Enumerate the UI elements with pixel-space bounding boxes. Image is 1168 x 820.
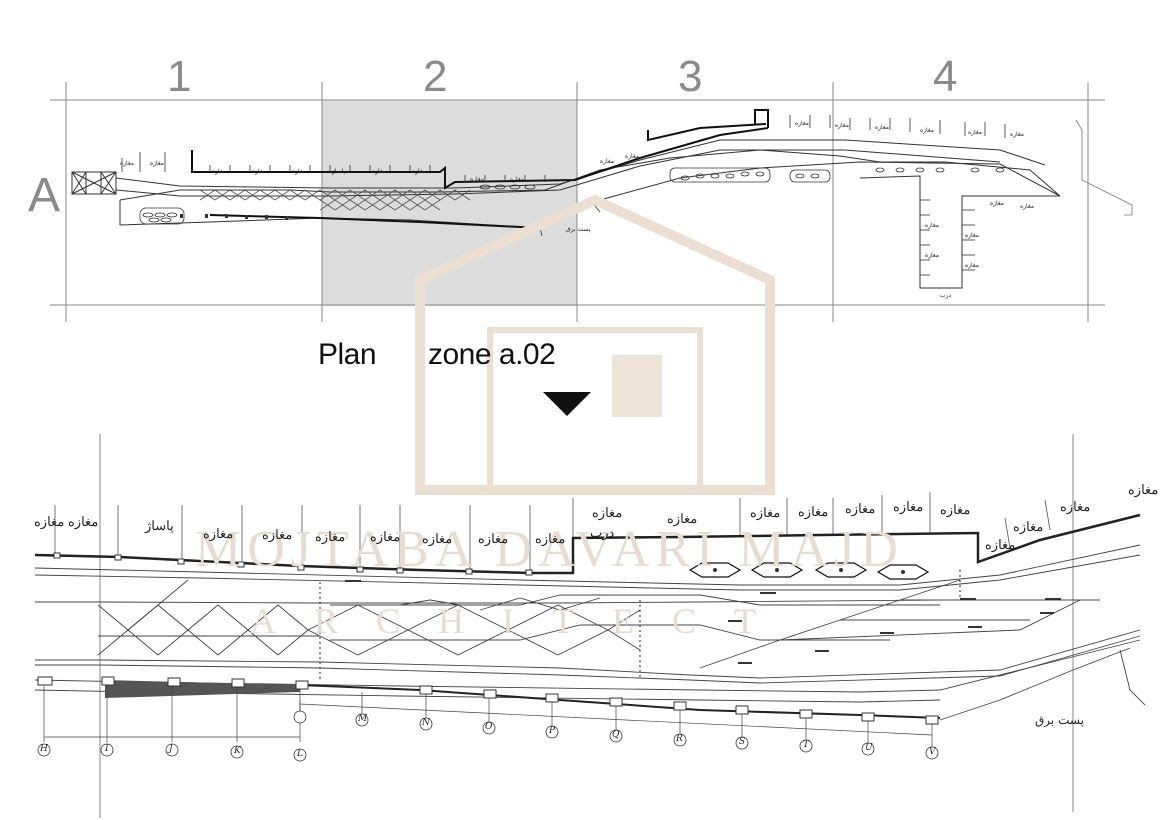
axis-label-h: H xyxy=(40,744,48,754)
column-number-2: 2 xyxy=(423,52,448,101)
axis-label-n: N xyxy=(422,718,430,728)
axis-label-t: T xyxy=(803,740,810,750)
passage-label: پاساژ xyxy=(145,519,174,534)
row-letter-a: A xyxy=(28,169,61,222)
shop-label: مغازه xyxy=(750,506,781,521)
axis-label-i: I xyxy=(105,744,109,754)
axis-label-l: L xyxy=(297,749,303,759)
axis-label-u: U xyxy=(865,743,873,753)
key-shop-label: مغازه xyxy=(150,160,164,167)
key-shop-label: مغازه xyxy=(795,120,809,127)
electric-station-label: پست برق xyxy=(1035,713,1084,727)
key-shop-label: مغازه xyxy=(212,168,226,175)
shop-label: مغازه xyxy=(478,532,509,547)
key-shop-label: مغازه xyxy=(510,176,524,183)
shop-label: مغازه xyxy=(370,530,401,545)
shop-label: مغازه xyxy=(315,530,346,545)
axis-label-p: P xyxy=(549,726,556,736)
key-shop-label: مغازه xyxy=(968,129,982,136)
key-shop-label: مغازه xyxy=(600,158,614,165)
shop-label: مغازه xyxy=(262,528,293,543)
axis-label-j: J xyxy=(169,744,173,754)
key-electric-label: پست برق xyxy=(566,226,591,233)
shop-label: مغازه xyxy=(592,506,623,521)
shop-label: مغازه xyxy=(535,532,566,547)
axis-label-r: R xyxy=(676,734,683,744)
axis-label-v: V xyxy=(929,747,936,757)
key-shop-label: مغازه xyxy=(990,200,1004,207)
key-shop-label: مغازه xyxy=(1010,131,1024,138)
key-shop-label: مغازه xyxy=(412,168,426,175)
watermark-name: MOJTABA DAVARI MAJD xyxy=(195,521,904,578)
key-shop-label: مغازه xyxy=(1020,203,1034,210)
key-shop-label: مغازه xyxy=(965,232,979,239)
shop-label: مغازه xyxy=(1128,483,1159,498)
axis-label-k: K xyxy=(234,746,241,756)
key-shop-label: مغازه xyxy=(625,153,639,160)
key-shop-label: مغازه xyxy=(875,124,889,131)
key-shop-label: مغازه xyxy=(925,252,939,259)
shop-label: مغازه xyxy=(1013,520,1044,535)
axis-label-q: Q xyxy=(612,730,620,740)
key-shop-label: مغازه xyxy=(292,168,306,175)
key-shop-label: مغازه xyxy=(835,122,849,129)
shop-label: مغازه xyxy=(845,502,876,517)
shop-label: مغازه xyxy=(985,538,1016,553)
column-number-4: 4 xyxy=(933,52,958,101)
shop-label: مغازه xyxy=(422,532,453,547)
shop-label: مغازه xyxy=(893,500,924,515)
key-shop-label: مغازه xyxy=(120,160,134,167)
key-shop-label: مغازه xyxy=(252,168,266,175)
key-shop-label: مغازه xyxy=(920,127,934,134)
key-passage-label: پاساژ xyxy=(332,168,346,175)
shop-label: مغازه xyxy=(940,503,971,518)
key-shop-label: مغازه xyxy=(925,222,939,229)
plan-title-word: Plan xyxy=(318,338,377,371)
watermark-sub: ARCHITECT xyxy=(250,601,794,641)
axis-label-m: M xyxy=(358,714,368,724)
shop-label: مغازه xyxy=(68,515,99,530)
key-shop-label: مغازه xyxy=(965,262,979,269)
door-label: درب xyxy=(590,526,615,541)
shop-label: مغازه xyxy=(34,515,65,530)
shop-label: مغازه xyxy=(203,527,234,542)
shop-label: مغازه xyxy=(667,512,698,527)
shop-label: مغازه xyxy=(798,505,829,520)
column-number-3: 3 xyxy=(678,52,703,101)
axis-label-s: S xyxy=(739,737,746,747)
plan-title-zone: zone a.02 xyxy=(428,338,556,371)
column-number-1: 1 xyxy=(167,52,192,101)
shop-label: مغازه xyxy=(1060,500,1091,515)
key-shop-label: مغازه xyxy=(372,168,386,175)
axis-label-o: O xyxy=(485,722,493,732)
key-door-label: درب xyxy=(940,292,952,299)
key-shop-label: مغازه xyxy=(470,176,484,183)
